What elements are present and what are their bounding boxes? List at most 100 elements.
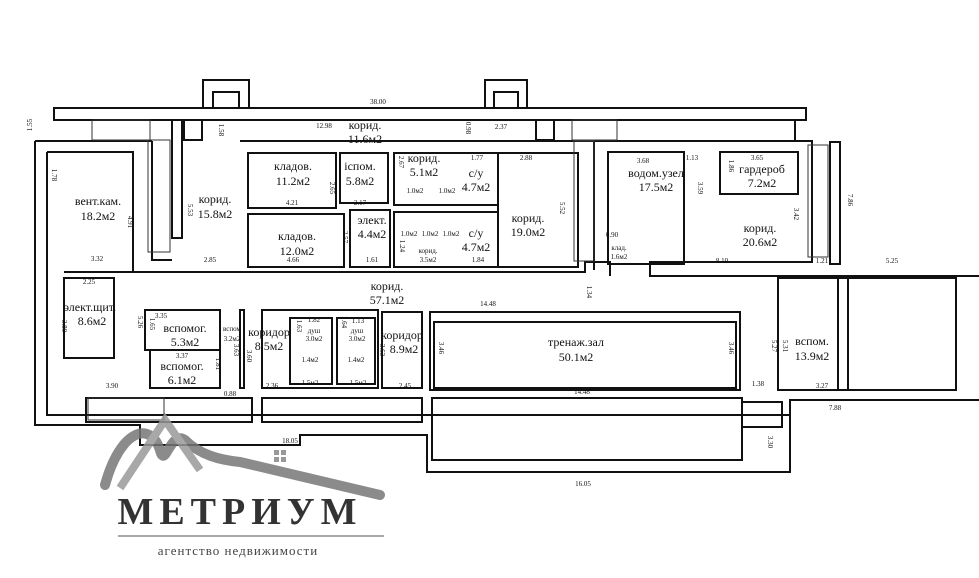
dimension: 2.36: [266, 382, 279, 390]
dimension: 1.77: [471, 154, 484, 162]
dimension: 18.05: [282, 437, 298, 445]
dimension: 3.80: [60, 320, 68, 333]
dimension: 1.82: [308, 316, 321, 324]
dimension: 2.88: [520, 154, 533, 162]
room-area: 17.5м2: [639, 180, 674, 194]
room-area: 3.5м2: [420, 256, 437, 264]
room-area: 11.6м2: [348, 132, 382, 146]
dimension: 5.27: [770, 340, 778, 353]
dimension: 2.67: [397, 156, 405, 169]
dimension: 1.58: [217, 124, 225, 137]
dimension: 3.46: [437, 342, 445, 355]
logo-tagline: агентство недвижимости: [158, 543, 318, 558]
dimension: 2.25: [83, 278, 96, 286]
dimension: 1.34: [585, 286, 593, 299]
room-name: вспомог.: [160, 359, 203, 373]
dimension: 12.98: [316, 122, 332, 130]
dimension: 3.63: [232, 344, 240, 357]
room-name: корид.: [199, 192, 232, 206]
dimension: 38.00: [370, 98, 386, 106]
room-area: 3.2м2: [224, 335, 241, 343]
dimension: 14.48: [574, 388, 590, 396]
room-area: 1.6м2: [611, 253, 628, 261]
room-area: 13.9м2: [795, 349, 830, 363]
room-name: элект.щит.: [64, 300, 116, 314]
room-area: 5.3м2: [171, 335, 200, 349]
stairs: [87, 119, 829, 421]
room-area: 15.8м2: [198, 207, 233, 221]
room-name: элект.: [357, 213, 386, 227]
walls: [34, 79, 979, 473]
area-label: 1.4м2: [348, 356, 365, 364]
dimension: 3.60: [245, 350, 253, 363]
area-label: 1.0м2: [407, 187, 424, 195]
dimension: 3.37: [176, 352, 189, 360]
dimension: 5.53: [186, 204, 194, 217]
room-name: душ: [351, 327, 364, 335]
room-area: 7.2м2: [748, 176, 777, 190]
room-name: корид.: [408, 151, 441, 165]
dimension: 16.05: [575, 480, 591, 488]
room-name: гардероб: [739, 162, 785, 176]
room-name: корид.: [371, 279, 404, 293]
dimension: 1.84: [472, 256, 485, 264]
area-label: 1.0м2: [422, 230, 439, 238]
room-area: 20.6м2: [743, 235, 778, 249]
room-area: 19.0м2: [511, 225, 546, 239]
dimension: 1.81: [214, 358, 222, 371]
room-labels: корид. 11.6м2 кладов. 11.2м2 іспом. 5.8м…: [64, 118, 829, 387]
room-area: 18.2м2: [81, 209, 116, 223]
dimension: 3.63: [378, 344, 386, 357]
dimension: 3.68: [637, 157, 650, 165]
area-label: 1.0м2: [439, 187, 456, 195]
dimension: 1.13: [686, 154, 699, 162]
room-name: клад.: [611, 244, 627, 252]
area-label: 1.5м2: [350, 379, 367, 387]
dimension: 3.65: [751, 154, 764, 162]
dimension: 1.24: [398, 240, 406, 253]
logo-roof: [116, 412, 204, 491]
dimension: 4.91: [126, 216, 134, 229]
room-area: 5.1м2: [410, 165, 439, 179]
dimension: 4.66: [287, 256, 300, 264]
room-name: корид.: [512, 211, 545, 225]
dimension: 2.65: [328, 182, 336, 195]
room-area: 5.8м2: [346, 174, 375, 188]
room-area: 8.5м2: [255, 339, 284, 353]
room-name: с/у: [469, 166, 484, 180]
dimension: 3.27: [816, 382, 829, 390]
room-area: 6.1м2: [168, 373, 197, 387]
area-label: 1.0м2: [401, 230, 418, 238]
room-name: корид.: [744, 221, 777, 235]
room-area: 4.7м2: [462, 180, 491, 194]
room-area: 4.7м2: [462, 240, 491, 254]
dimension: 5.52: [558, 202, 566, 215]
room-name: кладов.: [278, 229, 316, 243]
room-name: коридор: [248, 325, 290, 339]
dimension-labels: 38.00 12.98 1.55 1.58 0.98 2.37 2.88 1.7…: [26, 98, 899, 488]
dimension: 3.42: [792, 208, 800, 221]
room-name: корид.: [418, 247, 437, 255]
dimension: 3.32: [91, 255, 104, 263]
room-name: кладов.: [274, 159, 312, 173]
dimension: 7.86: [846, 194, 854, 207]
dimension: 1.13: [352, 317, 365, 325]
room-area: 8.6м2: [78, 314, 107, 328]
dimension: 1.64: [340, 316, 348, 329]
area-label: 1.5м2: [302, 379, 319, 387]
dimension: 1.55: [26, 118, 34, 131]
room-name: корид.: [349, 118, 382, 132]
logo-text-group: МЕТРИУМ агентство недвижимости: [117, 491, 384, 558]
dimension: 7.88: [829, 404, 842, 412]
room-area: 3.0м2: [306, 335, 323, 343]
room-name: коридор: [381, 328, 423, 342]
dimension: 2.85: [204, 256, 217, 264]
dimension: 4.21: [286, 199, 299, 207]
room-area: 50.1м2: [559, 350, 594, 364]
logo-name: МЕТРИУМ: [117, 491, 362, 533]
dimension: 3.90: [106, 382, 119, 390]
room-area: 4.4м2: [358, 227, 387, 241]
dimension: 5.26: [136, 316, 144, 329]
room-name: вспомог.: [163, 321, 206, 335]
